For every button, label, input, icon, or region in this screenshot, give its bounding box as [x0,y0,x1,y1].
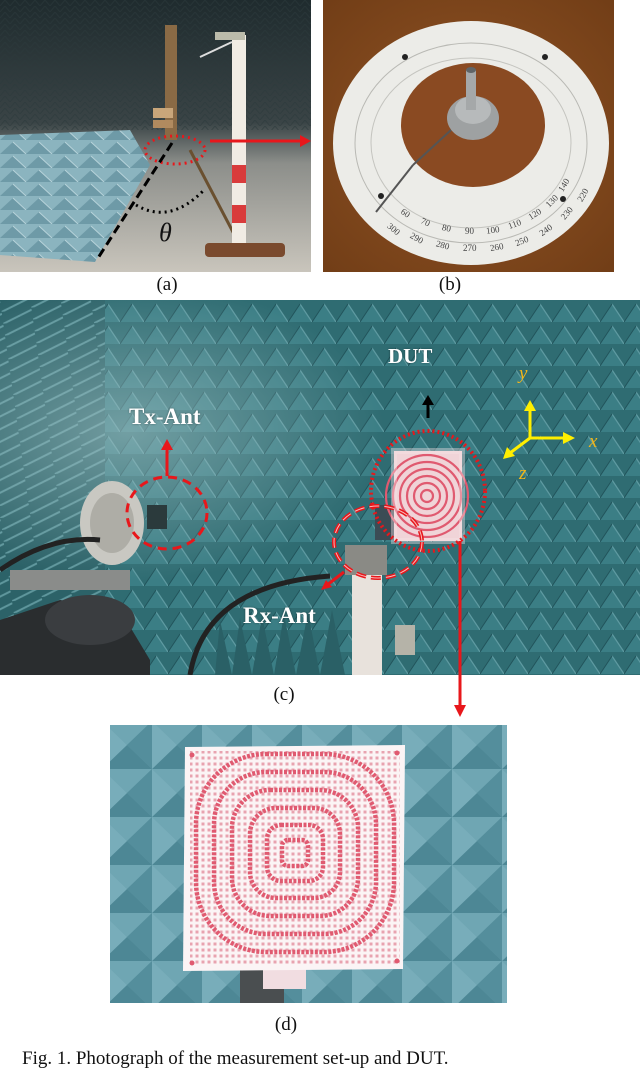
panel-c-label: (c) [273,684,295,705]
theta-angle-label: θ [159,218,172,247]
dial-number: 280 [434,238,451,252]
dial-number: 90 [465,226,474,236]
dial-number: 70 [419,215,432,229]
dut-annotation: DUT [388,344,433,368]
dial-number: 240 [537,222,555,238]
dial-number: 100 [485,224,501,236]
dial-scale: 300 290 280 270 260 250 240 230 220 60 7… [323,0,614,272]
dial-number: 270 [463,243,477,253]
z-axis-label: z [519,463,527,484]
dial-number: 220 [575,186,591,204]
y-axis-label: y [519,363,528,384]
dial-number: 130 [543,192,561,210]
panel-a-photo: θ [0,0,311,272]
panel-b-photo: 300 290 280 270 260 250 240 230 220 60 7… [323,0,614,272]
tx-ant-annotation: Tx-Ant [129,404,201,429]
dial-number: 260 [489,240,505,254]
figure-caption: Fig. 1. Photograph of the measurement se… [22,1048,449,1069]
dial-number: 300 [385,220,403,238]
dial-number: 80 [441,222,452,234]
dial-number: 230 [558,204,575,222]
rx-ant-annotation: Rx-Ant [243,603,316,628]
dial-number: 250 [513,233,530,249]
dial-number: 60 [398,206,413,220]
dial-number: 120 [526,206,544,222]
arrow-to-panel-d [454,675,466,717]
panel-d-label: (d) [274,1014,298,1035]
panel-c-photo: DUT Tx-Ant Rx-Ant y x z [0,300,640,675]
x-axis-label: x [589,431,598,452]
panel-d-photo [110,725,507,1003]
panel-a-label: (a) [156,274,178,295]
dial-number: 110 [506,217,523,231]
panel-b-label: (b) [438,274,462,295]
dial-number: 290 [408,230,426,246]
dial-number: 140 [555,176,572,194]
